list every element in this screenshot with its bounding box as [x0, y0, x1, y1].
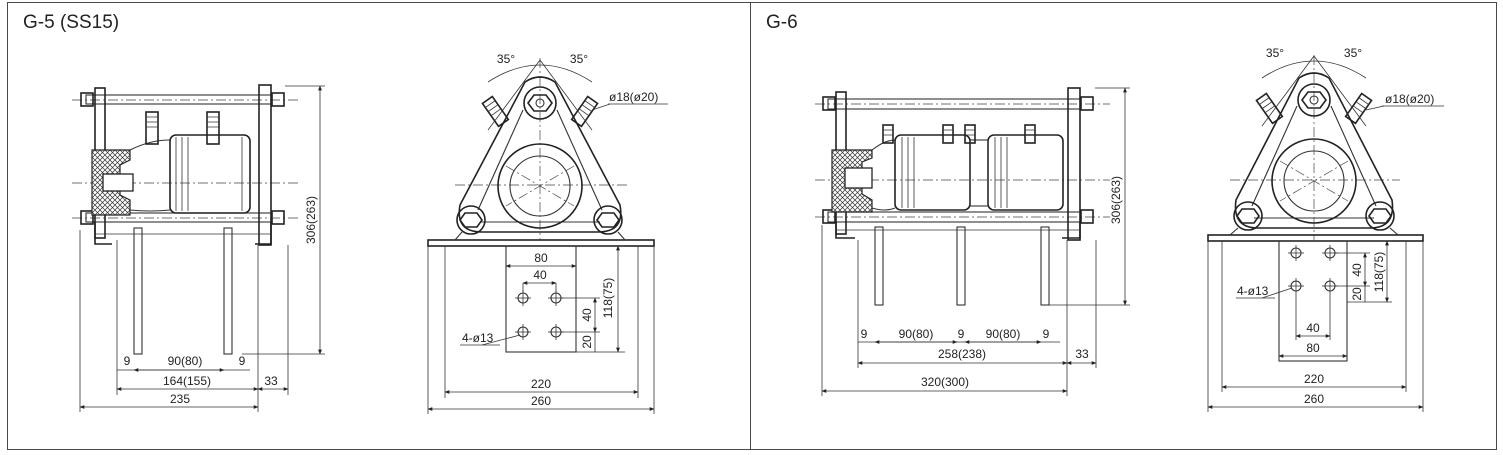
g5-side-dimensions: 306(263) 9 90(80) 9 164(155) 33 235	[79, 85, 325, 412]
g6-gap-left-label: 9	[861, 327, 868, 341]
g6-angle-right-label: 35°	[1344, 46, 1362, 60]
g6-gap-right-label: 9	[1043, 327, 1050, 341]
g6-pitch-label: 258(238)	[938, 347, 986, 361]
g5-angle-right-label: 35°	[570, 52, 588, 66]
g6-offset-label: 33	[1075, 347, 1089, 361]
g5-offset-label: 33	[264, 374, 278, 388]
panel-title-g6: G-6	[766, 12, 798, 33]
g5-holes-label: 4-ø13	[462, 331, 494, 345]
g5-gap-right-label: 9	[239, 354, 246, 368]
g5-angle-left-label: 35°	[497, 52, 515, 66]
g6-holes-label: 4-ø13	[1237, 284, 1269, 298]
g6-side-dimensions: 306(263) 9 90(80) 9 90(80) 9 258(238) 33…	[821, 87, 1130, 396]
g6-bolt-vertical2-label: 20	[1350, 287, 1364, 301]
g6-overall-label: 320(300)	[921, 375, 969, 389]
g5-bolt-inner-label: 40	[533, 268, 547, 282]
g5-base-outer-label: 260	[531, 394, 551, 408]
sheet-frame	[7, 2, 1497, 450]
g5-spacing-label: 90(80)	[168, 354, 203, 368]
g5-height-label: 306(263)	[304, 196, 318, 244]
g6-spacing-b-label: 90(80)	[986, 327, 1021, 341]
g6-end-height-label: 118(75)	[1372, 252, 1386, 292]
g6-bolt-inner-label: 40	[1306, 321, 1320, 335]
g6-gap-mid-label: 9	[958, 327, 965, 341]
g6-bolt-holes	[1288, 245, 1338, 294]
panel-divider	[750, 2, 751, 450]
g5-overall-label: 235	[170, 392, 190, 406]
g5-port-label: ø18(ø20)	[609, 90, 658, 104]
g5-bolt-width-label: 80	[534, 251, 548, 265]
g6-bolt-vertical-label: 40	[1350, 263, 1364, 277]
g6-height-label: 306(263)	[1109, 176, 1123, 224]
g5-bolt-vertical2-label: 20	[580, 335, 594, 349]
g5-bolt-holes	[515, 290, 564, 340]
g6-end-view: 35° 35° ø18(ø20) 40 20 118(75) 4-ø13	[1207, 46, 1444, 412]
g5-bolt-vertical-label: 40	[580, 308, 594, 322]
g5-gap-left-label: 9	[124, 354, 131, 368]
g6-side-view: 306(263) 9 90(80) 9 90(80) 9 258(238) 33…	[815, 87, 1130, 396]
panel-title-g5: G-5 (SS15)	[23, 12, 120, 33]
g5-base-inner-label: 220	[531, 377, 551, 391]
g5-side-view: 306(263) 9 90(80) 9 164(155) 33 235	[72, 84, 325, 412]
g6-end-dimensions: 35° 35° ø18(ø20) 40 20 118(75) 4-ø13	[1207, 46, 1444, 412]
g6-port-label: ø18(ø20)	[1385, 92, 1434, 106]
g5-pitch-label: 164(155)	[163, 374, 211, 388]
g6-spacing-a-label: 90(80)	[899, 327, 934, 341]
g6-base-outer-label: 260	[1304, 392, 1324, 406]
g6-base-inner-label: 220	[1304, 372, 1324, 386]
g5-end-view: 35° 35° ø18(ø20) 80 40 4-ø13 40	[427, 52, 668, 414]
g6-bolt-width-label: 80	[1306, 341, 1320, 355]
g5-end-height-label: 118(75)	[601, 278, 615, 318]
g6-angle-left-label: 35°	[1266, 46, 1284, 60]
g5-end-dimensions: 35° 35° ø18(ø20) 80 40 4-ø13 40	[427, 52, 668, 414]
